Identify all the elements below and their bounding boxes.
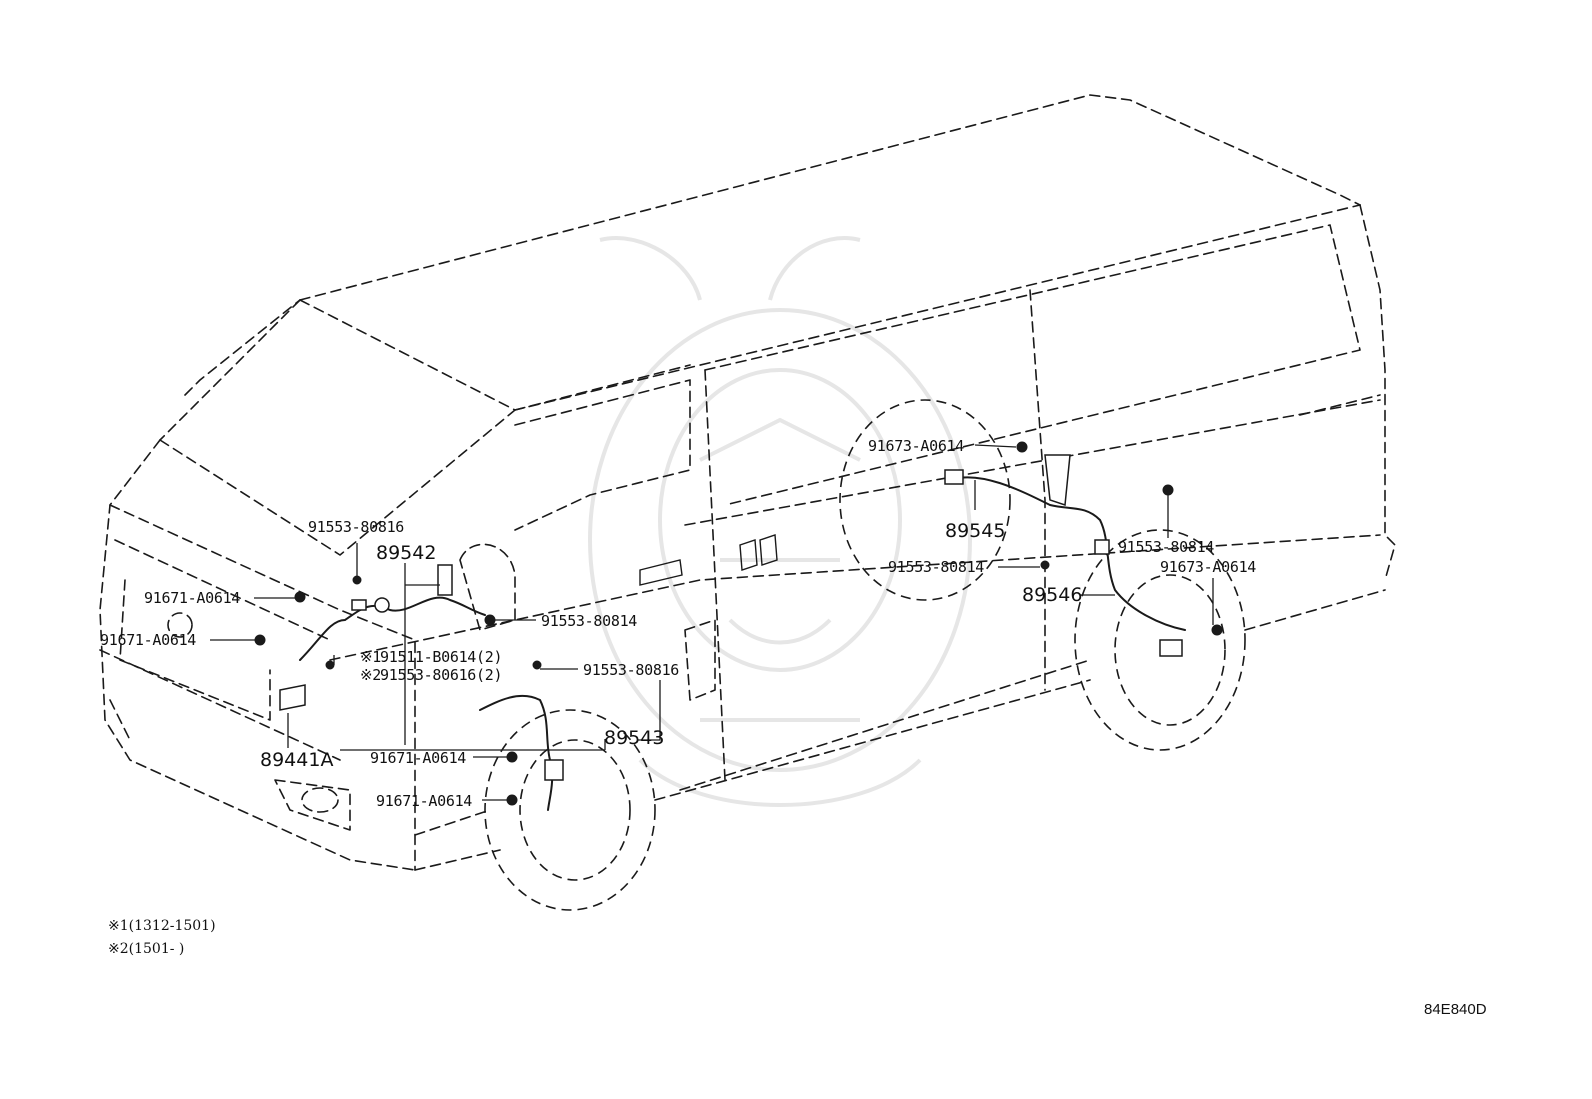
label-bolt-91553-80816-mid[interactable]: 91553-80816 xyxy=(583,661,680,679)
label-bolt-91553-80814-rear[interactable]: 91553-80814 xyxy=(1118,538,1215,556)
wheels xyxy=(484,399,1246,911)
note-1-symbol: ※1 xyxy=(360,648,381,666)
note-1-row: ※1 91511-B0614(2) xyxy=(360,648,503,666)
note-2-row: ※2 91553-80616(2) xyxy=(360,666,503,684)
van-body-outline xyxy=(99,94,1396,871)
footnote-2: ※2(1501- ) xyxy=(108,941,185,957)
label-bolt-91673-a0614-top[interactable]: 91673-A0614 xyxy=(868,437,965,455)
note-2-symbol: ※2 xyxy=(360,666,381,684)
leader-lines xyxy=(210,444,1214,801)
abs-sensor-parts xyxy=(254,441,1223,811)
label-part-89545[interactable]: 89545 xyxy=(945,520,1006,542)
label-part-89543[interactable]: 89543 xyxy=(604,727,665,749)
label-bolt-91553-80814-mid[interactable]: 91553-80814 xyxy=(541,612,638,630)
label-bolt-91553-80616[interactable]: 91553-80616(2) xyxy=(380,666,503,684)
label-bolt-91673-a0614-rear[interactable]: 91673-A0614 xyxy=(1160,558,1257,576)
diagram-reference-code: 84E840D xyxy=(1424,1001,1487,1018)
label-bolt-91671-a0614-d[interactable]: 91671-A0614 xyxy=(376,792,473,810)
label-part-89441a[interactable]: 89441A xyxy=(260,749,334,771)
label-bolt-91671-a0614-a[interactable]: 91671-A0614 xyxy=(144,589,241,607)
watermark-emblem xyxy=(588,236,972,807)
label-part-89542[interactable]: 89542 xyxy=(376,542,437,564)
footnote-1: ※1(1312-1501) xyxy=(108,918,216,934)
label-bolt-91671-a0614-c[interactable]: 91671-A0614 xyxy=(370,749,467,767)
label-part-89546[interactable]: 89546 xyxy=(1022,584,1083,606)
label-bolt-91553-80816-top[interactable]: 91553-80816 xyxy=(308,518,405,536)
label-bolt-91511-b0614[interactable]: 91511-B0614(2) xyxy=(380,648,503,666)
label-bolt-91671-a0614-b[interactable]: 91671-A0614 xyxy=(100,631,197,649)
label-bolt-91553-80814-right[interactable]: 91553-80814 xyxy=(888,558,985,576)
